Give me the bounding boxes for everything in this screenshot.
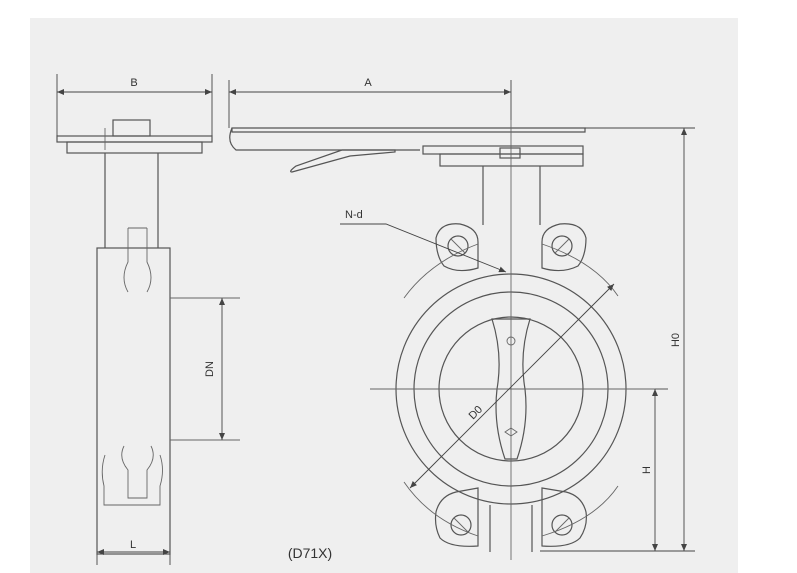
front-view [229, 120, 655, 560]
label-a: A [364, 77, 372, 89]
lever-top [231, 127, 586, 133]
lever-grip [290, 149, 396, 173]
lug-bottom-right [541, 487, 587, 547]
stem-square [499, 147, 521, 159]
stem-head [112, 119, 151, 137]
flange-plate [439, 153, 584, 167]
lever-body [229, 127, 420, 151]
model-code: (D71X) [288, 545, 332, 561]
dimensions [56, 74, 695, 565]
lug-top-right [541, 223, 587, 272]
label-h: H [641, 466, 653, 474]
label-d0: D0 [467, 404, 485, 422]
top-flange [422, 145, 584, 155]
label-l: L [130, 539, 136, 551]
lug-bottom-left [434, 487, 479, 547]
butterfly-valve-drawing: B A N-d DN D0 H0 H L (D71X) [56, 74, 695, 565]
side-view [56, 119, 240, 555]
mounting-pad [66, 141, 203, 154]
top-plate [56, 135, 213, 143]
label-nd: N-d [345, 209, 363, 221]
label-b: B [130, 77, 137, 89]
drawing-panel: B A N-d DN D0 H0 H L (D71X) [30, 18, 738, 573]
label-h0: H0 [670, 333, 682, 347]
lug-top-left [435, 223, 479, 272]
side-body [96, 247, 171, 555]
label-dn: DN [204, 361, 216, 377]
